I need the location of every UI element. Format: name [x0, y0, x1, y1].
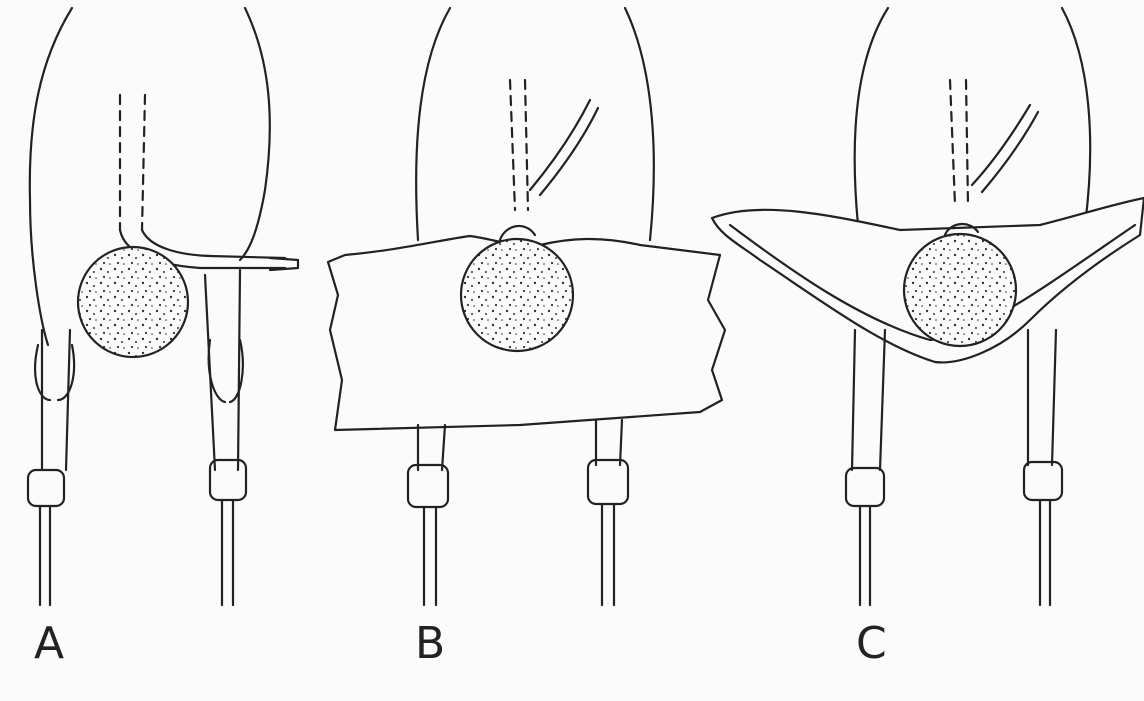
panel-b-left-leg: [418, 425, 445, 470]
panel-c-tail: [972, 105, 1038, 192]
panel-c-left-leg: [852, 330, 885, 470]
panel-c-body: [855, 8, 1091, 225]
panel-b-drawing: [328, 8, 725, 605]
panel-c-right-leg: [1028, 330, 1056, 465]
panel-b-udder: [461, 239, 573, 351]
panel-b-tail: [530, 100, 598, 195]
panel-c-drawing: [712, 8, 1144, 605]
panel-a-left-hoof: [28, 470, 64, 506]
panel-a-right-hock: [209, 340, 243, 402]
panel-b-right-shank: [602, 504, 614, 605]
panel-c-left-shank: [860, 506, 870, 605]
panel-a-udder: [78, 247, 188, 357]
panel-b-left-hoof: [408, 465, 448, 507]
panel-b-right-hoof: [588, 460, 628, 504]
panel-label-c: C: [856, 622, 887, 666]
panel-b-tail-dashed: [510, 80, 528, 210]
panel-a-tail-dashed: [120, 95, 145, 230]
panel-b-body: [416, 8, 654, 240]
panel-c-right-hoof: [1024, 462, 1062, 500]
panel-c-left-hoof: [846, 468, 884, 506]
panel-b-left-shank: [424, 507, 436, 605]
panel-a-drawing: [28, 8, 298, 605]
panel-c-right-shank: [1040, 500, 1050, 605]
panel-b-udder-top: [500, 226, 535, 240]
panel-c-udder: [904, 234, 1016, 346]
panel-b-right-leg: [596, 420, 622, 465]
panel-c-tail-dashed: [950, 80, 968, 205]
panel-label-a: A: [34, 622, 64, 666]
panel-a-left-shank: [40, 506, 50, 605]
panel-label-b: B: [415, 622, 445, 666]
panel-a-right-shank: [222, 500, 233, 605]
